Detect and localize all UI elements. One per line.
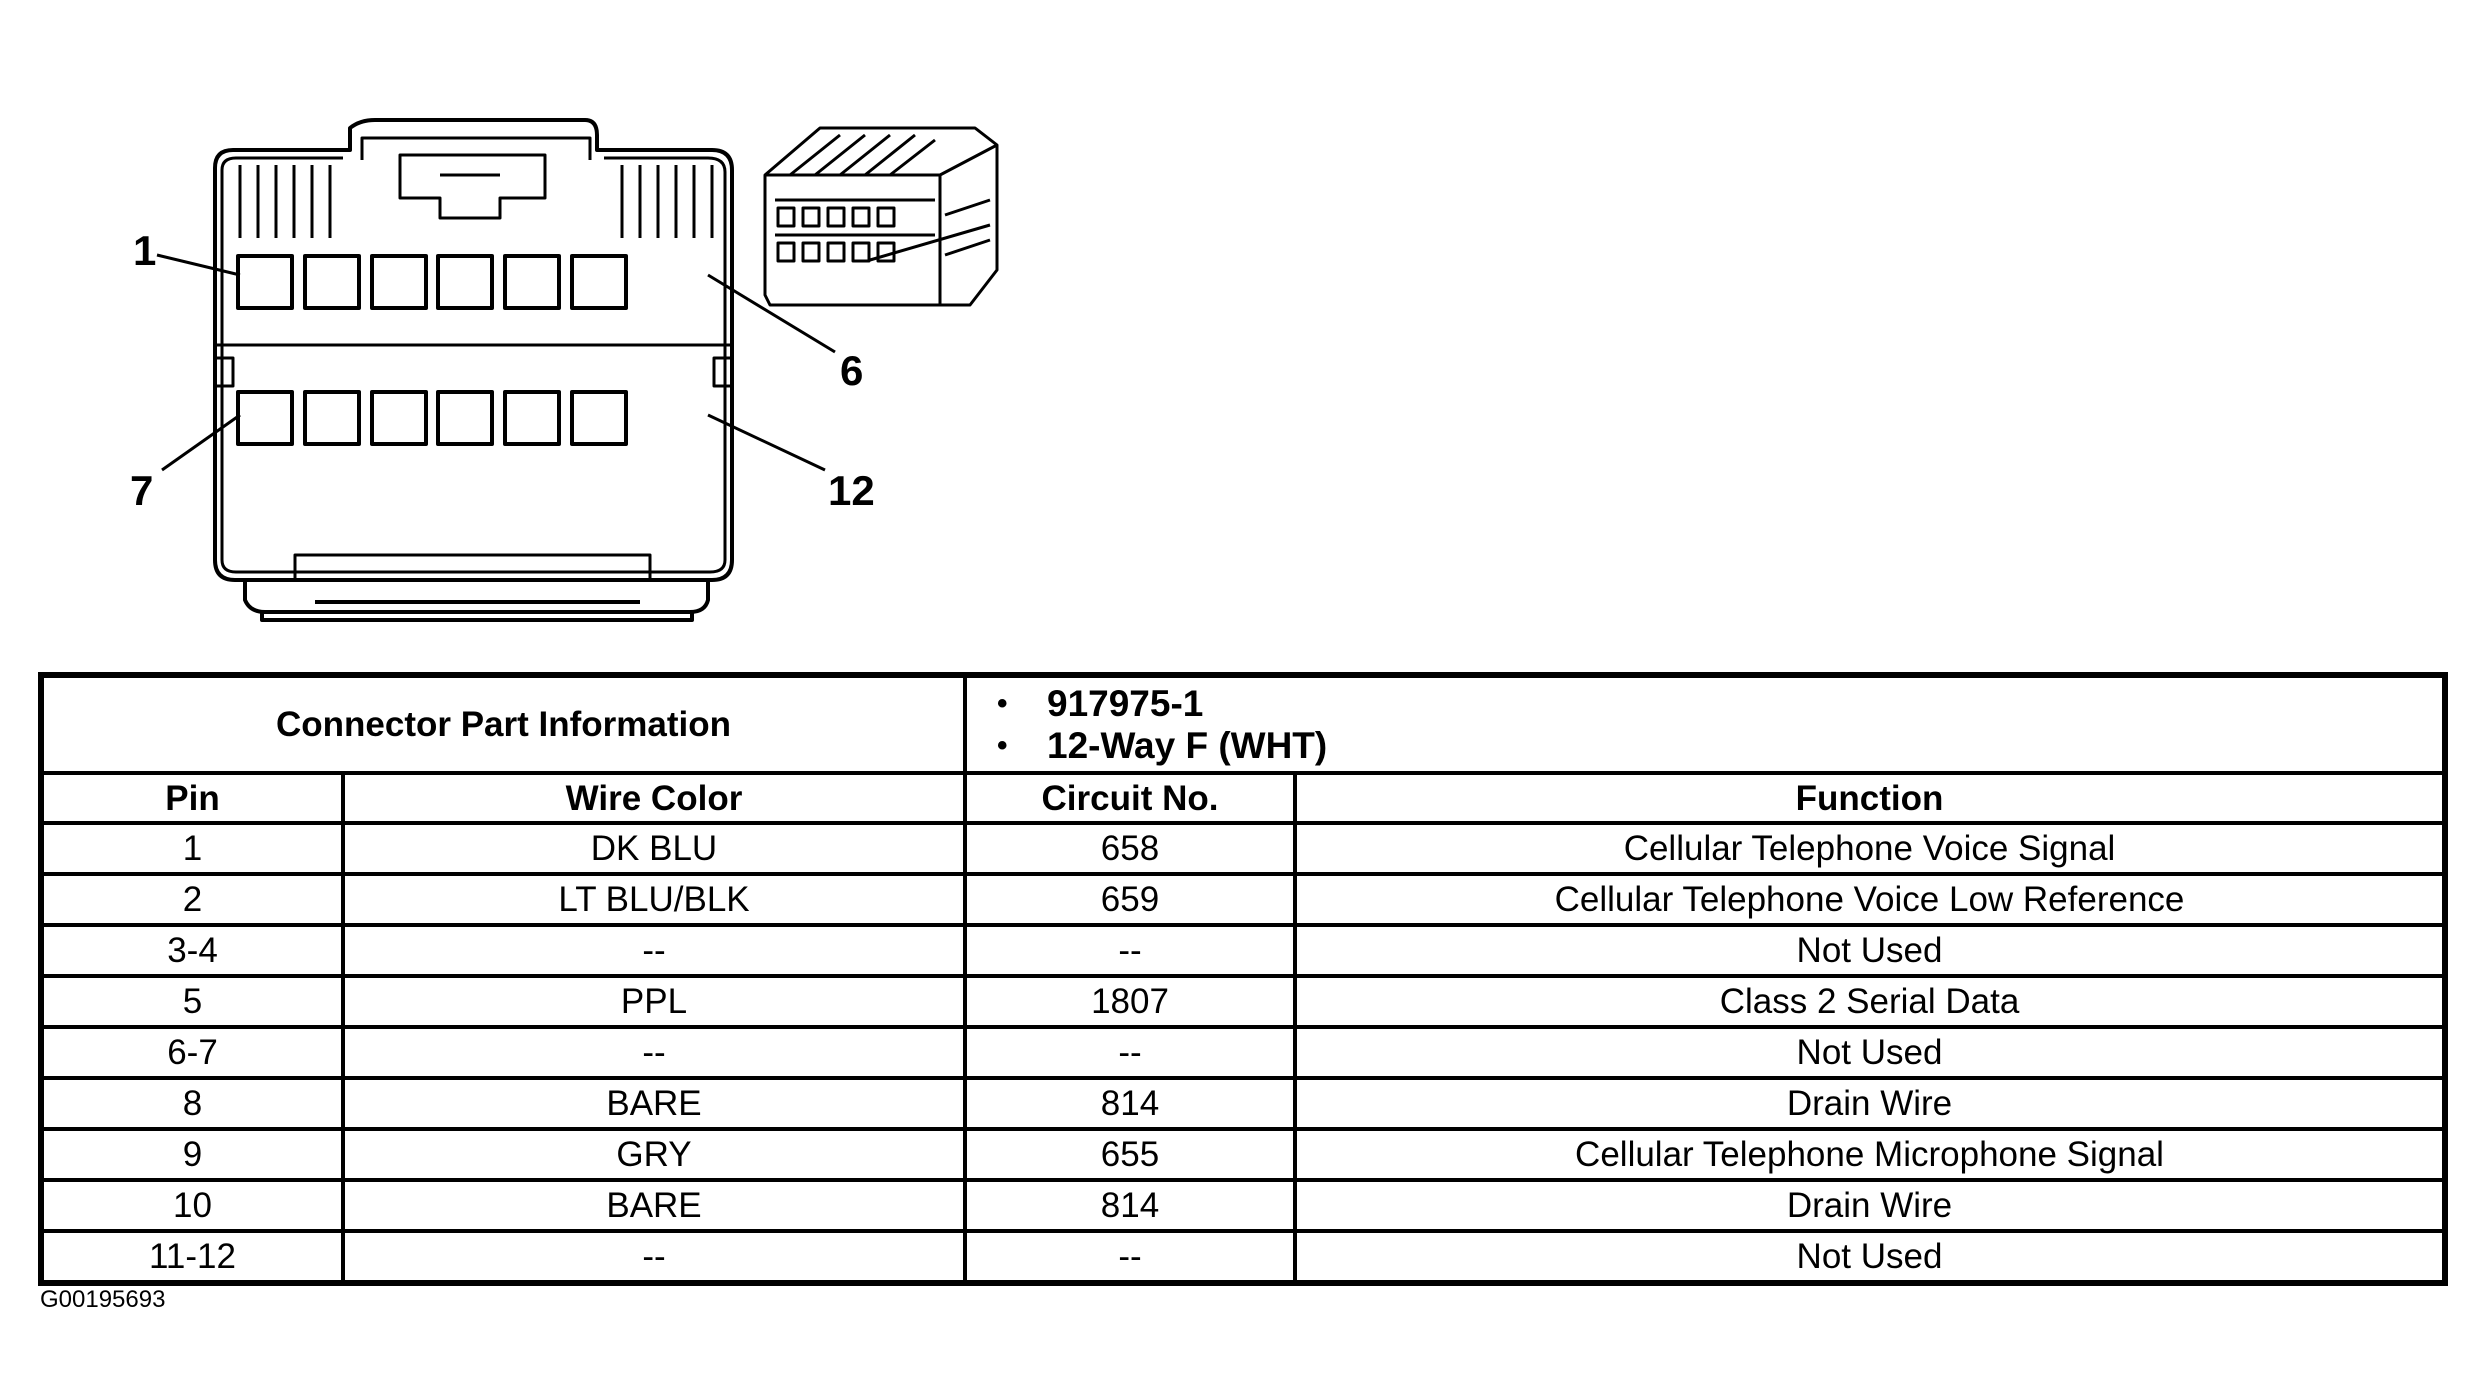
cell-function: Drain Wire <box>1292 1178 2448 1233</box>
column-header-wire-color: Wire Color <box>341 771 967 825</box>
cell-function: Cellular Telephone Voice Signal <box>1292 821 2448 876</box>
connector-diagram: 1 6 7 12 <box>130 118 999 622</box>
cell-pin: 1 <box>39 821 345 876</box>
cell-wire-color: PPL <box>341 974 967 1029</box>
pin-cavity <box>503 254 561 310</box>
cell-circuit-no: 1807 <box>963 974 1297 1029</box>
pin-label-1: 1 <box>133 227 156 274</box>
latch-tab <box>398 153 547 220</box>
cell-circuit-no: -- <box>963 1229 1297 1285</box>
connector-housing <box>213 118 734 582</box>
table-row: 3-4----Not Used <box>39 923 2448 978</box>
column-header-pin: Pin <box>39 771 345 825</box>
part-info-title: Connector Part Information <box>39 673 967 775</box>
part-info-values: •917975-1 •12-Way F (WHT) <box>962 673 2448 775</box>
leader-line-6 <box>707 273 836 354</box>
table-row: 11-12----Not Used <box>39 1229 2448 1285</box>
right-notch <box>712 356 734 388</box>
pin-label-6: 6 <box>840 347 863 394</box>
pin-cavity <box>236 254 294 310</box>
cell-pin: 6-7 <box>39 1025 345 1080</box>
leader-lines <box>156 253 836 472</box>
pin-cavity <box>303 390 361 446</box>
pin-cavity <box>503 390 561 446</box>
cell-wire-color: BARE <box>341 1178 967 1233</box>
cell-circuit-no: 814 <box>963 1076 1297 1131</box>
cell-pin: 11-12 <box>39 1229 345 1285</box>
pin-cavity <box>570 390 628 446</box>
pin-cavity <box>370 390 428 446</box>
housing-inner-outline <box>220 156 727 574</box>
cell-function: Not Used <box>1292 923 2448 978</box>
cell-pin: 9 <box>39 1127 345 1182</box>
cell-circuit-no: -- <box>963 1025 1297 1080</box>
bullet-icon: • <box>997 686 1008 720</box>
bottom-skirt <box>243 580 710 622</box>
cell-function: Cellular Telephone Microphone Signal <box>1292 1127 2448 1182</box>
leader-line-7 <box>161 413 241 472</box>
left-notch <box>213 356 235 388</box>
cell-wire-color: GRY <box>341 1127 967 1182</box>
part-number: •917975-1 <box>997 682 1204 724</box>
pin-cavity <box>303 254 361 310</box>
bottom-rail <box>293 553 652 580</box>
cell-circuit-no: 655 <box>963 1127 1297 1182</box>
cell-circuit-no: 814 <box>963 1178 1297 1233</box>
connector-isometric-view <box>763 126 999 307</box>
right-ribs <box>620 165 714 238</box>
cell-function: Class 2 Serial Data <box>1292 974 2448 1029</box>
pin-cavity <box>436 390 494 446</box>
cell-circuit-no: 658 <box>963 821 1297 876</box>
cell-wire-color: DK BLU <box>341 821 967 876</box>
cell-circuit-no: -- <box>963 923 1297 978</box>
pin-cavity <box>370 254 428 310</box>
cell-wire-color: -- <box>341 1229 967 1285</box>
connector-description: •12-Way F (WHT) <box>997 724 1328 766</box>
column-header-row: Pin Wire Color Circuit No. Function <box>39 771 2448 825</box>
cell-pin: 2 <box>39 872 345 927</box>
pin-label-12: 12 <box>828 467 875 514</box>
cell-circuit-no: 659 <box>963 872 1297 927</box>
cell-pin: 8 <box>39 1076 345 1131</box>
pin-label-7: 7 <box>130 467 153 514</box>
cell-function: Not Used <box>1292 1025 2448 1080</box>
leader-line-1 <box>156 253 241 277</box>
cell-function: Not Used <box>1292 1229 2448 1285</box>
pin-cavity <box>436 254 494 310</box>
column-header-circuit-no: Circuit No. <box>963 771 1297 825</box>
pin-labels: 1 6 7 12 <box>130 227 875 514</box>
pin-cavity <box>236 390 294 446</box>
cell-wire-color: -- <box>341 1025 967 1080</box>
cell-wire-color: BARE <box>341 1076 967 1131</box>
bullet-icon: • <box>997 728 1008 762</box>
cell-function: Drain Wire <box>1292 1076 2448 1131</box>
pin-cavity <box>570 254 628 310</box>
cell-pin: 10 <box>39 1178 345 1233</box>
column-header-function: Function <box>1292 771 2448 825</box>
top-latch <box>360 136 592 160</box>
cell-function: Cellular Telephone Voice Low Reference <box>1292 872 2448 927</box>
figure-code: G00195693 <box>40 1286 166 1313</box>
leader-line-12 <box>707 413 826 472</box>
cell-wire-color: -- <box>341 923 967 978</box>
cell-wire-color: LT BLU/BLK <box>341 872 967 927</box>
connector-pinout-table: Connector Part Information •917975-1 •12… <box>38 672 2449 1286</box>
pin-cavities <box>236 254 628 446</box>
part-info-row: Connector Part Information •917975-1 •12… <box>39 673 2448 775</box>
table-row: 6-7----Not Used <box>39 1025 2448 1080</box>
left-ribs <box>238 165 332 238</box>
cell-pin: 3-4 <box>39 923 345 978</box>
cell-pin: 5 <box>39 974 345 1029</box>
